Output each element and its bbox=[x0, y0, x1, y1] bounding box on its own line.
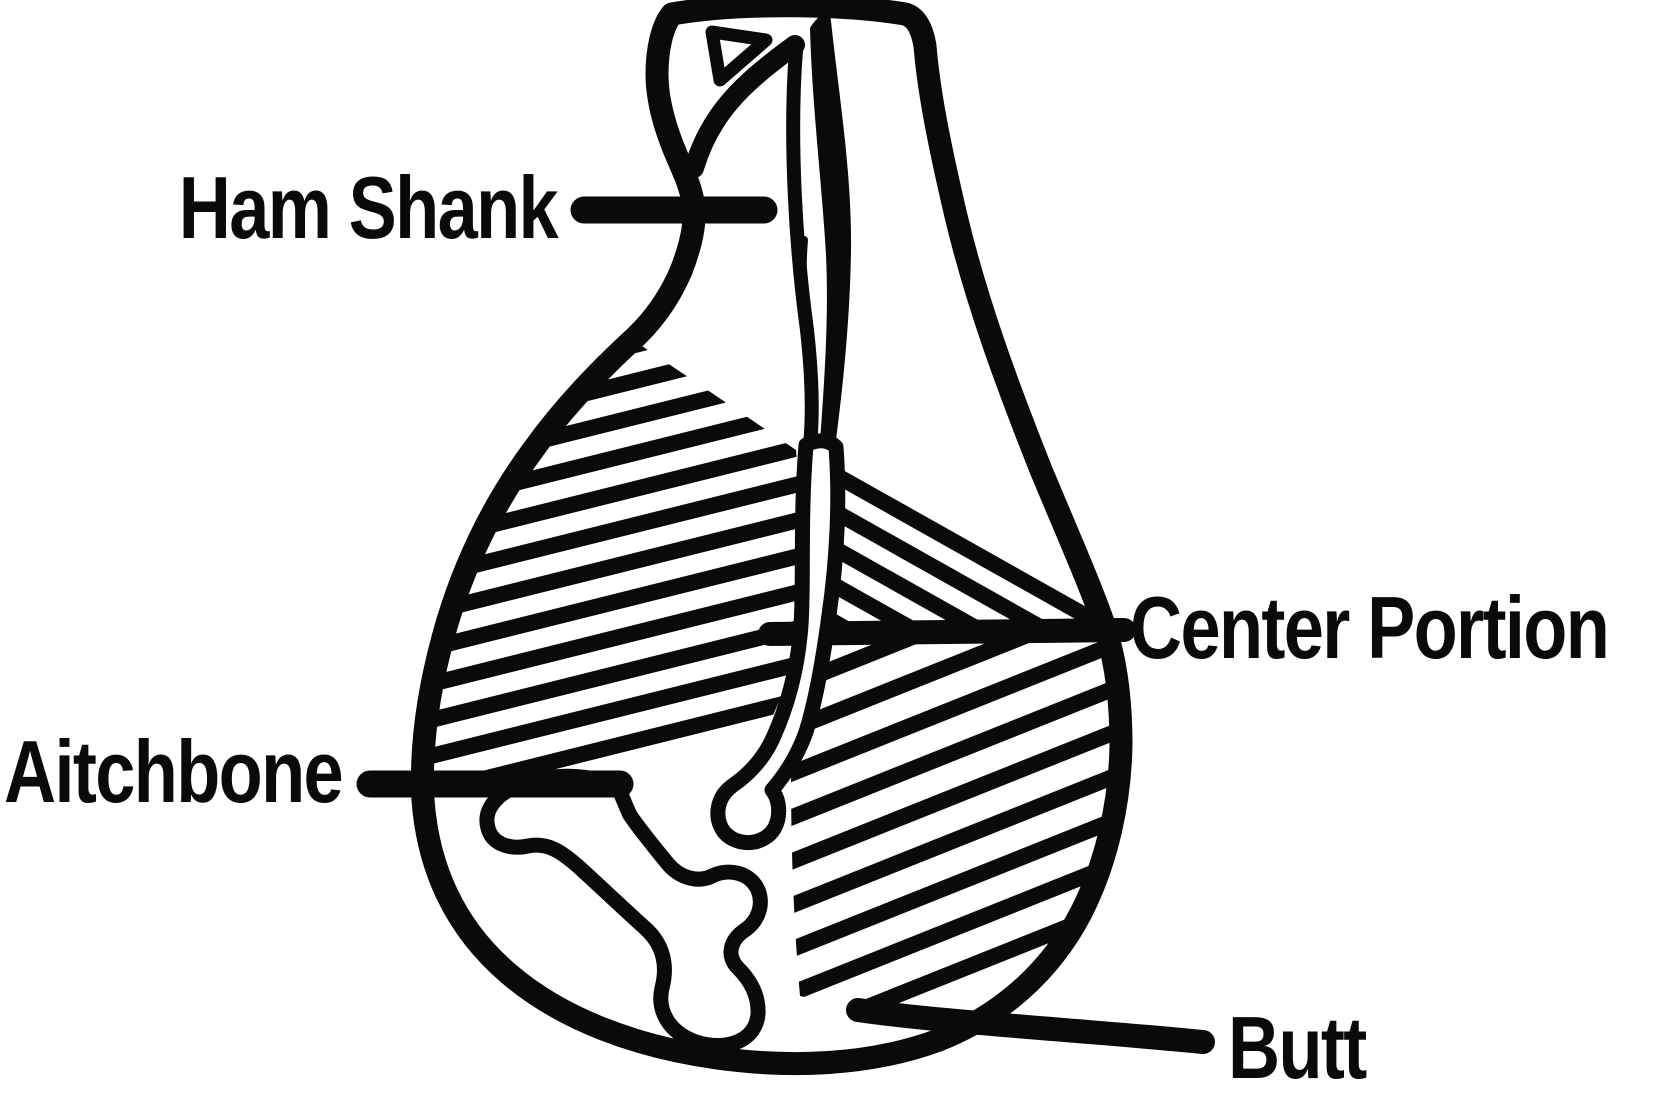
hatch-left-band bbox=[424, 338, 810, 790]
bone-sliver bbox=[798, 236, 813, 354]
femur-bone bbox=[710, 433, 846, 851]
butt-divider-line bbox=[846, 998, 1215, 1054]
shank-notch-line bbox=[684, 35, 805, 178]
ham-outline bbox=[410, 0, 1133, 1076]
aitchbone-bone bbox=[479, 768, 768, 1053]
shank-cut-face bbox=[705, 25, 773, 87]
shank-bone bbox=[810, 12, 852, 444]
label-aitchbone: Aitchbone bbox=[4, 723, 342, 821]
label-butt: Butt bbox=[1228, 999, 1367, 1097]
label-center-portion: Center Portion bbox=[1130, 579, 1608, 677]
hatch-lower-right bbox=[791, 636, 1120, 1012]
label-ham-shank: Ham Shank bbox=[179, 159, 559, 257]
